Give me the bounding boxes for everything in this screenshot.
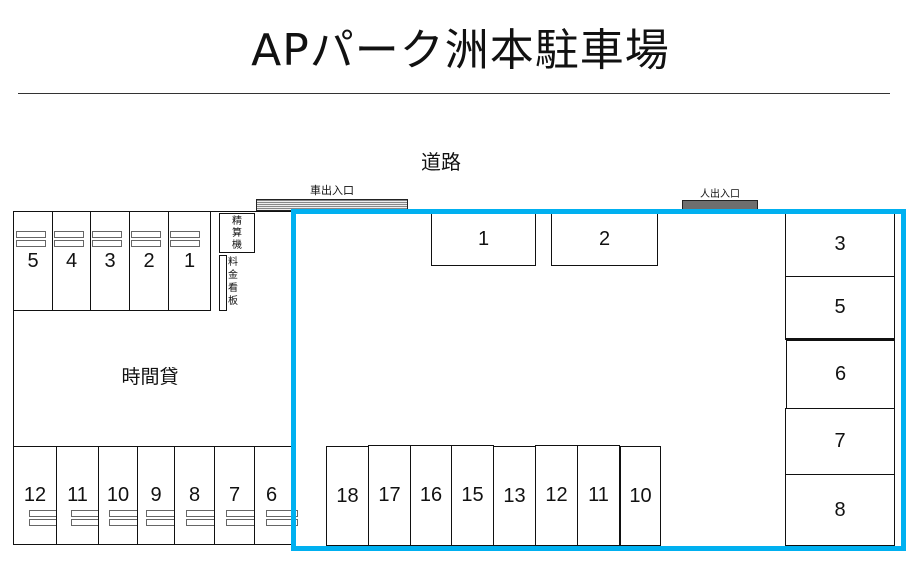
parking-space-highlight-13[interactable]: 13	[493, 446, 536, 546]
title-divider	[18, 93, 890, 94]
wheel-stopper-icon	[16, 231, 46, 238]
parking-space-left-7[interactable]: 7	[214, 446, 256, 545]
parking-space-highlight-1[interactable]: 1	[431, 213, 536, 266]
parking-space-highlight-15[interactable]: 15	[451, 445, 494, 546]
price-sign-label: 料 金 看 板	[228, 256, 240, 308]
wheel-stopper-icon	[170, 231, 200, 238]
wheel-stopper-icon	[29, 519, 59, 526]
pay-machine-char: 機	[232, 240, 242, 251]
space-number: 2	[143, 250, 155, 272]
parking-space-highlight-8[interactable]: 8	[785, 474, 895, 546]
space-number: 5	[834, 296, 846, 318]
wheel-stopper-icon	[92, 231, 122, 238]
parking-space-highlight-12[interactable]: 12	[535, 445, 578, 546]
parking-space-left-6[interactable]: 6	[254, 446, 298, 545]
wheel-stopper-icon	[186, 519, 216, 526]
wheel-stopper-icon	[29, 510, 59, 517]
parking-space-left-8[interactable]: 8	[174, 446, 216, 545]
space-number: 12	[23, 484, 47, 506]
space-number: 6	[265, 484, 278, 506]
space-number: 3	[834, 233, 846, 255]
hourly-parking-label: 時間貸	[121, 366, 179, 388]
space-number: 10	[106, 484, 130, 506]
wheel-stopper-icon	[71, 519, 101, 526]
space-number: 2	[598, 227, 611, 250]
parking-space-left-4[interactable]: 4	[52, 211, 91, 311]
space-number: 4	[65, 250, 78, 272]
wheel-stopper-icon	[146, 510, 176, 517]
wheel-stopper-icon	[170, 240, 200, 247]
space-number: 3	[104, 250, 116, 272]
space-number: 7	[228, 484, 241, 506]
parking-space-highlight-6[interactable]: 6	[786, 340, 895, 409]
wheel-stopper-icon	[54, 240, 84, 247]
parking-space-highlight-17[interactable]: 17	[368, 445, 411, 546]
space-number: 11	[588, 484, 609, 506]
space-number: 9	[150, 484, 162, 506]
vehicle-gate-label: 車出入口	[310, 184, 354, 197]
parking-space-highlight-3[interactable]: 3	[785, 213, 895, 277]
parking-space-left-10[interactable]: 10	[98, 446, 139, 545]
space-number: 1	[477, 227, 490, 250]
parking-space-left-12[interactable]: 12	[13, 446, 59, 545]
space-number: 6	[834, 363, 847, 385]
wheel-stopper-icon	[266, 519, 298, 526]
pay-machine: 精 算 機	[219, 213, 255, 253]
wheel-stopper-icon	[71, 510, 101, 517]
space-number: 10	[629, 484, 652, 507]
space-number: 18	[336, 484, 359, 507]
wheel-stopper-icon	[146, 519, 176, 526]
parking-space-highlight-2[interactable]: 2	[551, 213, 658, 266]
wheel-stopper-icon	[54, 231, 84, 238]
price-sign-char: 看	[228, 283, 238, 294]
wheel-stopper-icon	[109, 510, 139, 517]
price-sign-char: 料	[228, 257, 238, 268]
parking-space-left-11[interactable]: 11	[56, 446, 101, 545]
pay-machine-char: 算	[232, 228, 242, 239]
wheel-stopper-icon	[109, 519, 139, 526]
parking-space-left-3[interactable]: 3	[90, 211, 130, 311]
wheel-stopper-icon	[266, 510, 298, 517]
wheel-stopper-icon	[131, 240, 161, 247]
wheel-stopper-icon	[186, 510, 216, 517]
parking-space-highlight-5[interactable]: 5	[785, 276, 895, 340]
space-number: 13	[503, 484, 526, 507]
parking-space-left-5[interactable]: 5	[13, 211, 53, 311]
space-number: 17	[378, 484, 401, 506]
space-number: 8	[188, 484, 201, 506]
pedestrian-gate-label: 人出入口	[700, 189, 740, 200]
wheel-stopper-icon	[92, 240, 122, 247]
price-sign-char: 板	[228, 296, 238, 307]
space-number: 15	[461, 484, 484, 506]
space-number: 12	[545, 484, 568, 506]
price-sign-char: 金	[228, 270, 238, 281]
space-number: 8	[834, 498, 846, 521]
highlighted-lot-area[interactable]	[291, 209, 906, 551]
space-number: 16	[419, 484, 443, 506]
space-number: 11	[67, 484, 88, 506]
wheel-stopper-icon	[226, 510, 256, 517]
space-number: 7	[834, 430, 846, 452]
wheel-stopper-icon	[226, 519, 256, 526]
price-sign-post	[219, 255, 227, 311]
wheel-stopper-icon	[131, 231, 161, 238]
wheel-stopper-icon	[16, 240, 46, 247]
page-title: APパーク洲本駐車場	[251, 25, 670, 76]
parking-space-left-1[interactable]: 1	[168, 211, 211, 311]
parking-space-left-9[interactable]: 9	[137, 446, 176, 545]
parking-space-left-2[interactable]: 2	[129, 211, 169, 311]
parking-space-highlight-10[interactable]: 10	[619, 446, 661, 546]
pay-machine-char: 精	[232, 216, 242, 227]
parking-space-highlight-11[interactable]: 11	[577, 445, 620, 546]
space-number: 1	[183, 250, 196, 272]
space-number: 5	[27, 250, 39, 272]
road-label: 道路	[421, 150, 461, 174]
